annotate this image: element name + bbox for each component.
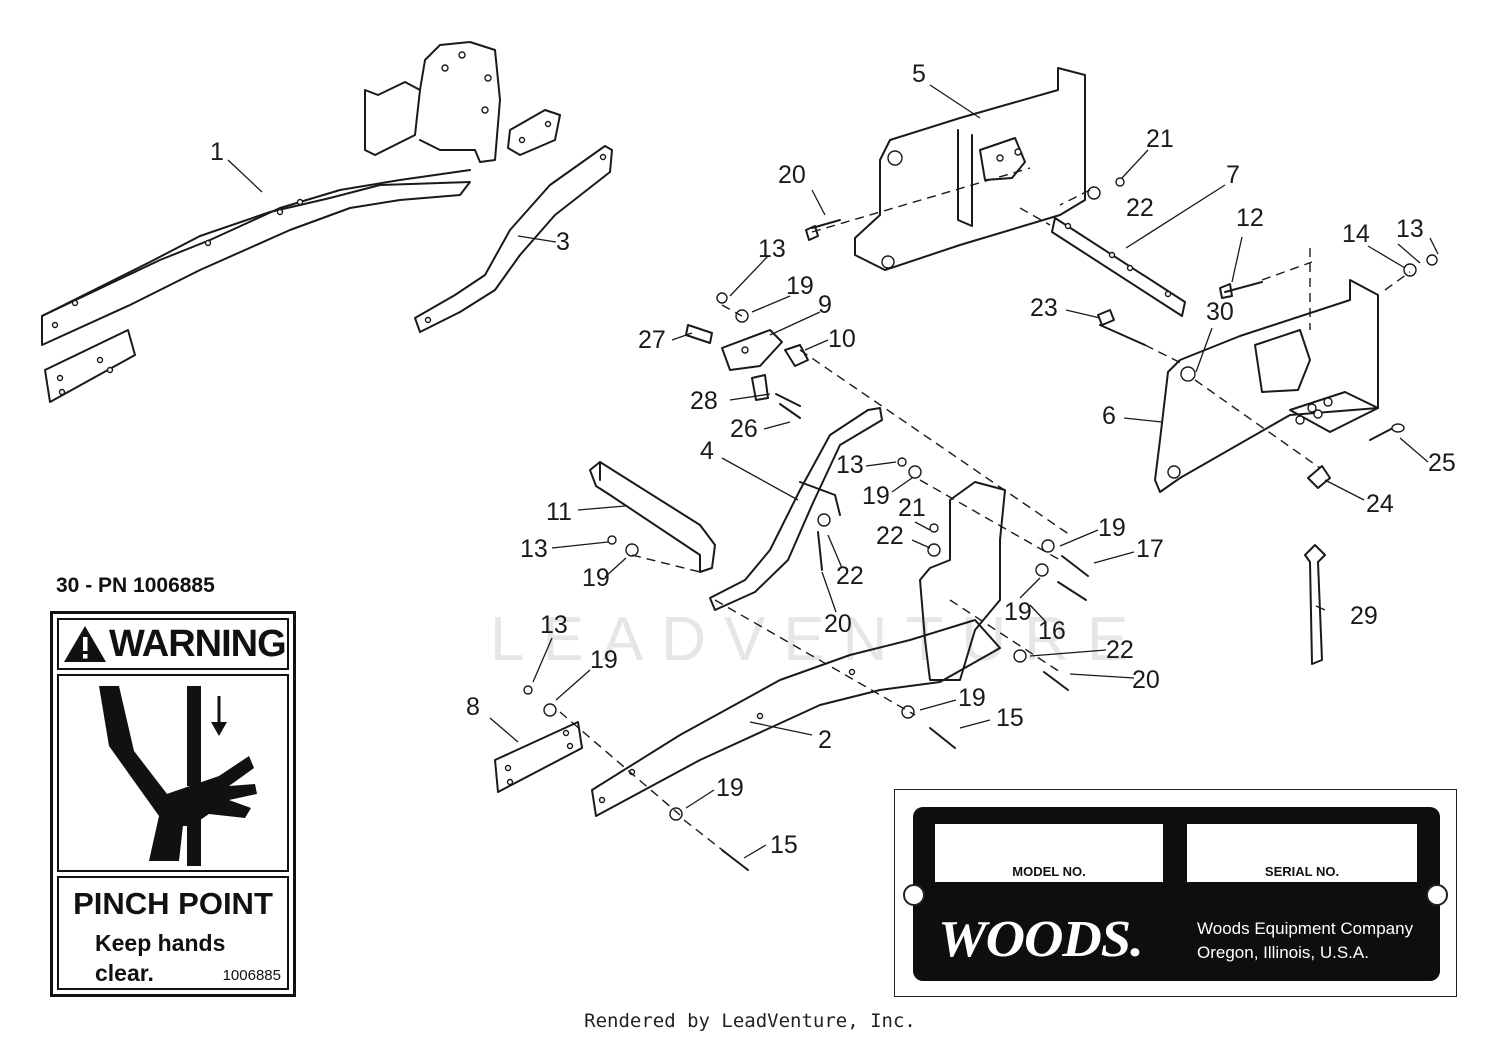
model-number-label: MODEL NO. xyxy=(1012,864,1086,879)
part-small-plate xyxy=(507,109,561,156)
hardware xyxy=(523,177,1438,871)
callout-numbers: 1 3 5 21 7 20 22 12 14 13 13 19 9 27 10 … xyxy=(210,60,1456,859)
callout-4: 4 xyxy=(700,437,714,465)
mounting-hole-icon xyxy=(903,884,925,906)
part-1-frame-rail xyxy=(41,41,501,346)
callout-5: 5 xyxy=(912,60,926,88)
callout-16: 16 xyxy=(1038,617,1066,645)
footer-credit: Rendered by LeadVenture, Inc. xyxy=(584,1010,916,1032)
decal-part-number: 30 - PN 1006885 xyxy=(56,574,215,597)
part-7-strap xyxy=(1051,217,1186,317)
callout-22: 22 xyxy=(1106,636,1134,664)
woods-logo: WOODS. xyxy=(938,911,1144,968)
callout-20: 20 xyxy=(778,161,806,189)
callout-13: 13 xyxy=(758,235,786,263)
callout-7: 7 xyxy=(1226,161,1240,189)
warning-triangle-icon xyxy=(64,626,106,662)
watermark: LEADVENTURE xyxy=(490,605,1146,674)
part-8-plate xyxy=(494,721,583,793)
callout-19: 19 xyxy=(582,564,610,592)
callout-3: 3 xyxy=(556,228,570,256)
callout-8: 8 xyxy=(466,693,480,721)
callout-6: 6 xyxy=(1102,402,1116,430)
company-location: Oregon, Illinois, U.S.A. xyxy=(1197,943,1369,962)
pinch-point-title: PINCH POINT xyxy=(73,886,273,921)
callout-15: 15 xyxy=(996,704,1024,732)
warning-text-panel: PINCH POINT Keep hands clear. 1006885 xyxy=(57,876,289,990)
callout-19: 19 xyxy=(958,684,986,712)
callout-2: 2 xyxy=(818,726,832,754)
mounting-hole-icon xyxy=(1426,884,1448,906)
callout-19: 19 xyxy=(590,646,618,674)
callout-22: 22 xyxy=(876,522,904,550)
hand-pinch-icon xyxy=(99,686,257,866)
callout-1: 1 xyxy=(210,138,224,166)
callout-19: 19 xyxy=(716,774,744,802)
alignment-lines xyxy=(559,167,1411,857)
serial-plate: MODEL NO. SERIAL NO. WOODS. Woods Equipm… xyxy=(894,789,1457,997)
part-4-brace xyxy=(709,407,883,611)
warning-decal: WARNING PINCH POINT Keep hands clear. 10… xyxy=(50,611,296,997)
part-11-bracket xyxy=(589,461,716,573)
callout-10: 10 xyxy=(828,325,856,353)
callout-19: 19 xyxy=(862,482,890,510)
callout-29: 29 xyxy=(1350,602,1378,630)
callout-13: 13 xyxy=(520,535,548,563)
callout-15: 15 xyxy=(770,831,798,859)
callout-21: 21 xyxy=(1146,125,1174,153)
callout-30: 30 xyxy=(1206,298,1234,326)
model-number-box: MODEL NO. xyxy=(935,824,1163,882)
callout-9: 9 xyxy=(818,291,832,319)
callout-13: 13 xyxy=(836,451,864,479)
serial-number-box: SERIAL NO. xyxy=(1187,824,1417,882)
part-3-brace xyxy=(414,145,613,333)
callout-13: 13 xyxy=(540,611,568,639)
callout-24: 24 xyxy=(1366,490,1394,518)
callout-20: 20 xyxy=(824,610,852,638)
warning-header: WARNING xyxy=(57,618,289,670)
decal-code: 1006885 xyxy=(222,967,281,984)
part-2-frame-rail xyxy=(591,481,1006,817)
callout-28: 28 xyxy=(690,387,718,415)
part-6-mount-bracket xyxy=(1154,279,1379,493)
callout-21: 21 xyxy=(898,494,926,522)
callout-11: 11 xyxy=(546,498,572,526)
callout-19: 19 xyxy=(1098,514,1126,542)
callout-22: 22 xyxy=(836,562,864,590)
warning-instruction-line2: clear. xyxy=(95,960,154,986)
part-5-mount-bracket xyxy=(854,67,1086,271)
callout-22: 22 xyxy=(1126,194,1154,222)
warning-instruction-line1: Keep hands xyxy=(95,930,226,956)
serial-number-label: SERIAL NO. xyxy=(1264,864,1340,879)
callout-26: 26 xyxy=(730,415,758,443)
callout-14: 14 xyxy=(1342,220,1370,248)
serial-plate-face: MODEL NO. SERIAL NO. WOODS. Woods Equipm… xyxy=(913,807,1440,981)
pinch-point-pictogram xyxy=(57,674,289,872)
callout-12: 12 xyxy=(1236,204,1264,232)
callout-27: 27 xyxy=(638,326,666,354)
callout-17: 17 xyxy=(1136,535,1164,563)
callout-13: 13 xyxy=(1396,215,1424,243)
callout-19: 19 xyxy=(1004,598,1032,626)
callout-23: 23 xyxy=(1030,294,1058,322)
callout-19: 19 xyxy=(786,272,814,300)
part-spacer-plate-left xyxy=(44,329,136,403)
callout-20: 20 xyxy=(1132,666,1160,694)
callout-25: 25 xyxy=(1428,449,1456,477)
company-name: Woods Equipment Company xyxy=(1197,919,1414,938)
warning-word: WARNING xyxy=(109,622,287,665)
leader-lines xyxy=(227,84,1439,859)
